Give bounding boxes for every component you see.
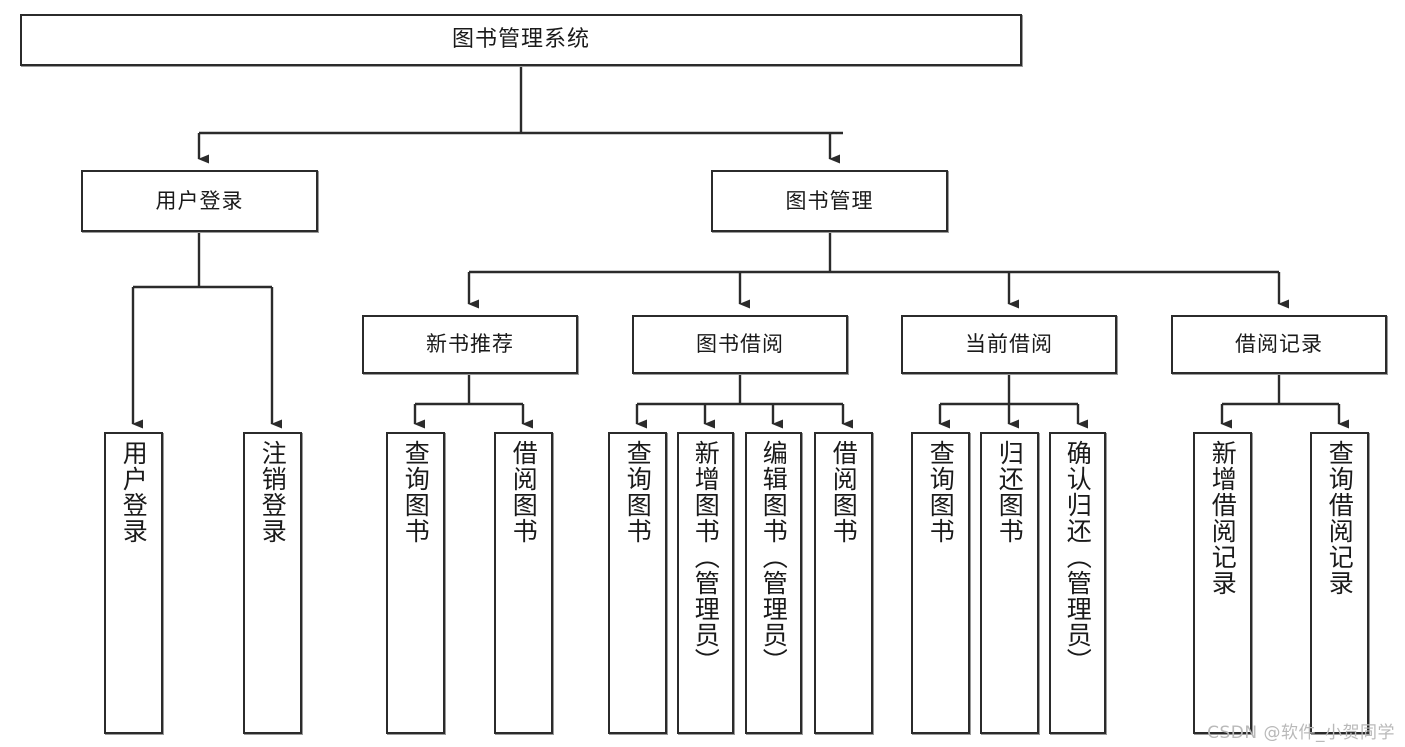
node-root-label: 图书管理系统 — [451, 27, 590, 53]
leaf-user-login-label: 用户登录 — [119, 440, 149, 544]
leaf-confirm-return-admin[interactable]: 确认归还（管理员） — [1049, 432, 1106, 734]
leaf-confirm-return-admin-label: 确认归还（管理员） — [1063, 440, 1093, 674]
leaf-edit-book-admin-label: 编辑图书（管理员） — [759, 440, 789, 674]
node-user-login[interactable]: 用户登录 — [81, 170, 318, 232]
watermark: CSDN @软件_小贺同学 — [1207, 723, 1395, 743]
leaf-query-books-current-label: 查询图书 — [926, 440, 956, 544]
node-root[interactable]: 图书管理系统 — [20, 14, 1022, 66]
node-book-management[interactable]: 图书管理 — [711, 170, 948, 232]
leaf-add-book-admin-label: 新增图书（管理员） — [691, 440, 721, 674]
node-new-book-recommend-label: 新书推荐 — [426, 332, 514, 357]
node-borrow-records[interactable]: 借阅记录 — [1171, 315, 1387, 374]
leaf-borrow-books[interactable]: 借阅图书 — [814, 432, 873, 734]
leaf-query-books-current[interactable]: 查询图书 — [911, 432, 970, 734]
leaf-query-books-borrow[interactable]: 查询图书 — [608, 432, 667, 734]
leaf-borrow-books-new-label: 借阅图书 — [509, 440, 539, 544]
node-book-management-label: 图书管理 — [785, 188, 874, 213]
leaf-query-books-borrow-label: 查询图书 — [623, 440, 653, 544]
node-book-borrow-label: 图书借阅 — [696, 332, 784, 357]
leaf-return-books[interactable]: 归还图书 — [980, 432, 1039, 734]
leaf-query-borrow-record-label: 查询借阅记录 — [1325, 440, 1355, 596]
leaf-query-books-new[interactable]: 查询图书 — [386, 432, 445, 734]
leaf-edit-book-admin[interactable]: 编辑图书（管理员） — [745, 432, 802, 734]
leaf-add-borrow-record[interactable]: 新增借阅记录 — [1193, 432, 1252, 734]
leaf-logout-label: 注销登录 — [258, 440, 288, 544]
node-new-book-recommend[interactable]: 新书推荐 — [362, 315, 578, 374]
leaf-return-books-label: 归还图书 — [995, 440, 1025, 544]
leaf-query-books-new-label: 查询图书 — [401, 440, 431, 544]
leaf-borrow-books-new[interactable]: 借阅图书 — [494, 432, 553, 734]
leaf-query-borrow-record[interactable]: 查询借阅记录 — [1310, 432, 1369, 734]
leaf-add-book-admin[interactable]: 新增图书（管理员） — [677, 432, 734, 734]
node-user-login-label: 用户登录 — [155, 188, 244, 213]
node-book-borrow[interactable]: 图书借阅 — [632, 315, 848, 374]
leaf-add-borrow-record-label: 新增借阅记录 — [1208, 440, 1238, 596]
node-current-borrow[interactable]: 当前借阅 — [901, 315, 1117, 374]
node-borrow-records-label: 借阅记录 — [1235, 332, 1323, 357]
leaf-logout[interactable]: 注销登录 — [243, 432, 302, 734]
node-current-borrow-label: 当前借阅 — [965, 332, 1053, 357]
leaf-user-login[interactable]: 用户登录 — [104, 432, 163, 734]
leaf-borrow-books-label: 借阅图书 — [829, 440, 859, 544]
